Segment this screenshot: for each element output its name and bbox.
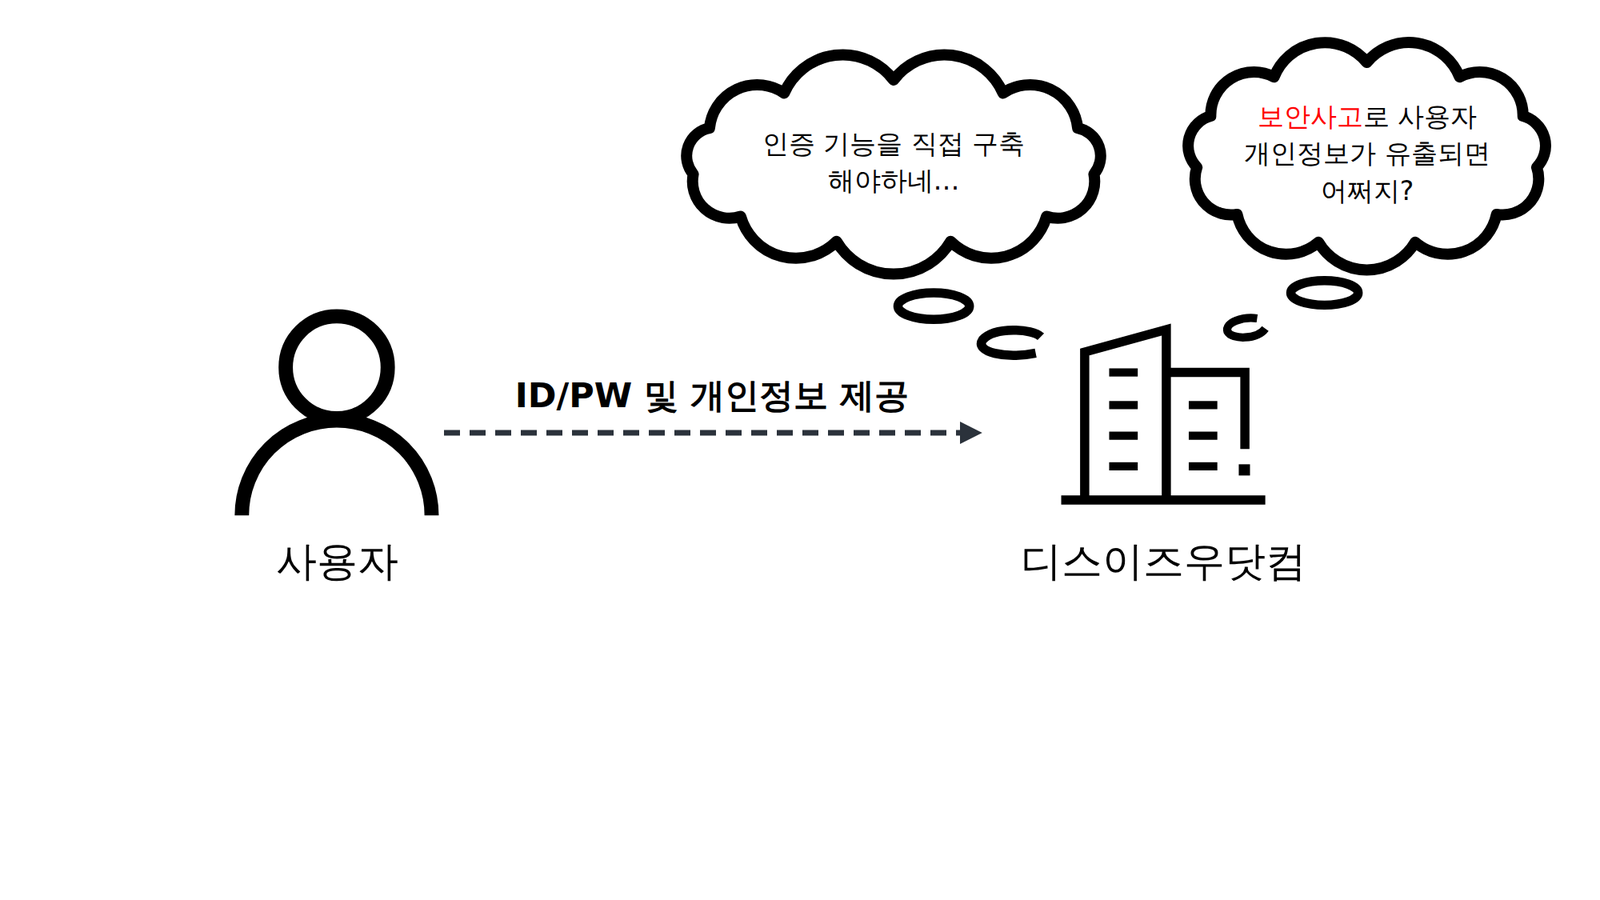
thought-bubble bbox=[897, 292, 969, 320]
building-tower bbox=[1084, 329, 1167, 500]
dashed-arrow bbox=[444, 430, 980, 436]
building-dot bbox=[1238, 464, 1250, 476]
thought-bubble bbox=[1227, 317, 1266, 337]
icon-node: 디스이즈우닷컴 bbox=[980, 320, 1348, 592]
thought-text: 인증 기능을 직접 구축 해야하네… bbox=[737, 125, 1050, 200]
thought-cloud: 인증 기능을 직접 구축 해야하네… bbox=[657, 46, 1130, 279]
building-wing bbox=[1166, 372, 1245, 450]
thought-bubble bbox=[981, 330, 1041, 356]
icon-node: 사용자 bbox=[229, 312, 444, 592]
node-label: 디스이즈우닷컴 bbox=[1020, 536, 1307, 586]
thought-cloud: 보안사고로 사용자 개인정보가 유출되면 어쩌지? bbox=[1161, 28, 1572, 280]
edge-label: ID/PW 및 개인정보 제공 bbox=[510, 375, 914, 417]
user-body bbox=[241, 420, 432, 516]
thought-bubble bbox=[1291, 280, 1359, 306]
building-windows bbox=[1108, 368, 1217, 471]
user-head bbox=[285, 316, 388, 419]
node-label: 사용자 bbox=[276, 536, 399, 586]
thought-text: 보안사고로 사용자 개인정보가 유출되면 어쩌지? bbox=[1235, 98, 1500, 210]
cloud-outline bbox=[657, 46, 1130, 279]
